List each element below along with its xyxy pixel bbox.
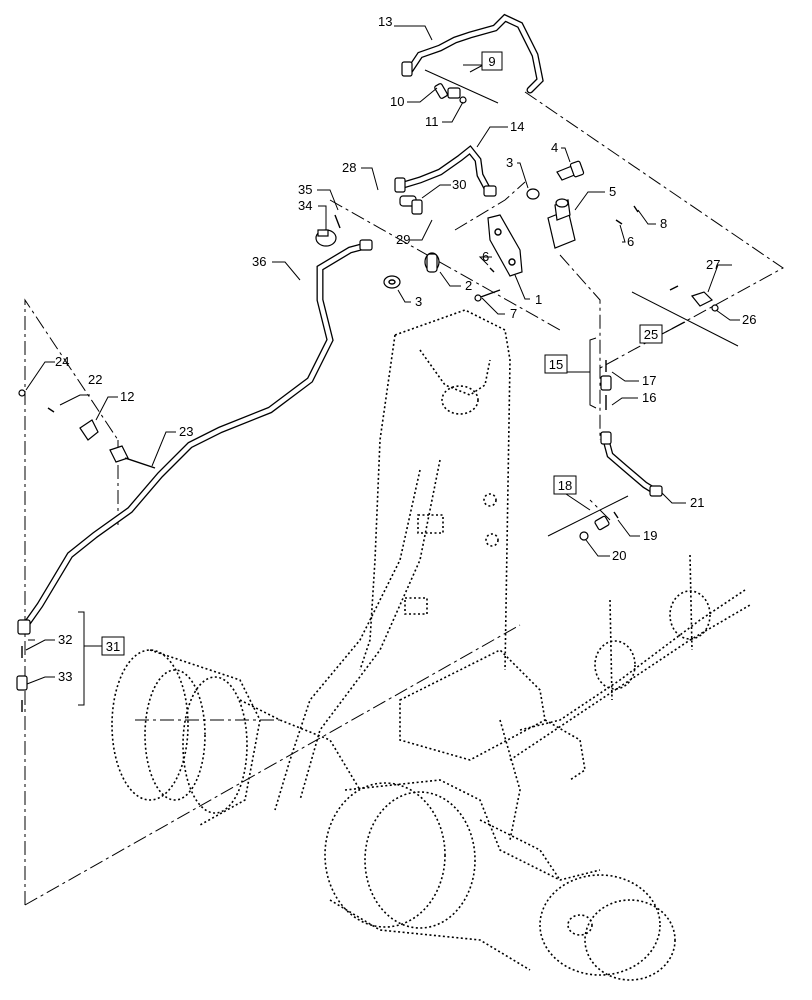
- axle-assembly: [111, 554, 751, 981]
- fitting-16-17: [600, 360, 612, 410]
- boxed-callout-18: 18: [558, 478, 572, 493]
- callout-6-left: 6: [482, 249, 489, 264]
- callout-32: 32: [58, 632, 72, 647]
- callout-3-lower: 3: [415, 294, 422, 309]
- fitting-26: [669, 285, 719, 312]
- fitting-30: [399, 195, 423, 215]
- clamp-34: [315, 214, 341, 247]
- callout-10: 10: [390, 94, 404, 109]
- callout-13: 13: [378, 14, 392, 29]
- callout-26: 26: [742, 312, 756, 327]
- callout-21: 21: [690, 495, 704, 510]
- callout-36: 36: [252, 254, 266, 269]
- bolt-4: [556, 160, 585, 181]
- callout-4: 4: [551, 140, 558, 155]
- valve-5: [547, 198, 576, 249]
- callout-34: 34: [298, 198, 312, 213]
- callout-35: 35: [298, 182, 312, 197]
- fitting-11: [447, 87, 467, 104]
- callout-29: 29: [396, 232, 410, 247]
- callout-5: 5: [609, 184, 616, 199]
- fitting-10: [434, 83, 448, 99]
- callout-33: 33: [58, 669, 72, 684]
- callout-8: 8: [660, 216, 667, 231]
- boxed-callout-15: 15: [549, 357, 563, 372]
- callout-1: 1: [535, 292, 542, 307]
- fitting-32-33: [16, 646, 28, 712]
- washer-3-upper: [526, 188, 540, 200]
- callout-27: 27: [706, 257, 720, 272]
- group-bracket-9: 9: [481, 51, 503, 71]
- callout-17: 17: [642, 373, 656, 388]
- callout-24: 24: [55, 354, 69, 369]
- callout-labels: 1 2 3 3 4 5 6 6 7 8 10 11 12 13 14 16 17…: [55, 14, 756, 684]
- fitting-19-20: [579, 511, 619, 541]
- callout-20: 20: [612, 548, 626, 563]
- tube-14: [394, 145, 497, 197]
- callout-30: 30: [452, 177, 466, 192]
- callout-3-upper: 3: [506, 155, 513, 170]
- callout-6-right: 6: [627, 234, 634, 249]
- callout-14: 14: [510, 119, 524, 134]
- group-bracket-15: 15: [544, 337, 597, 409]
- leader-lines: [25, 25, 740, 685]
- callout-22: 22: [88, 372, 102, 387]
- loader-frame: [274, 309, 586, 811]
- small-parts: [489, 205, 639, 273]
- clip-12: [18, 389, 156, 469]
- boxed-callout-9: 9: [488, 54, 495, 69]
- hose-36: [17, 239, 373, 635]
- tube-13: [401, 13, 544, 94]
- callout-2: 2: [465, 278, 472, 293]
- callout-28: 28: [342, 160, 356, 175]
- callout-23: 23: [179, 424, 193, 439]
- group-bracket-18: 18: [547, 475, 629, 537]
- callout-16: 16: [642, 390, 656, 405]
- bolt-7: [474, 289, 501, 302]
- callout-7: 7: [510, 306, 517, 321]
- boxed-callout-25: 25: [644, 327, 658, 342]
- callout-12: 12: [120, 389, 134, 404]
- group-bracket-25: 25: [631, 291, 739, 347]
- callout-11: 11: [425, 114, 439, 129]
- callout-19: 19: [643, 528, 657, 543]
- tube-21: [600, 431, 663, 497]
- bushing-2: [424, 252, 440, 273]
- washer-3-lower: [383, 275, 401, 289]
- group-bracket-31: 31: [78, 611, 125, 706]
- boxed-callout-31: 31: [106, 639, 120, 654]
- bracket-1: [487, 214, 523, 277]
